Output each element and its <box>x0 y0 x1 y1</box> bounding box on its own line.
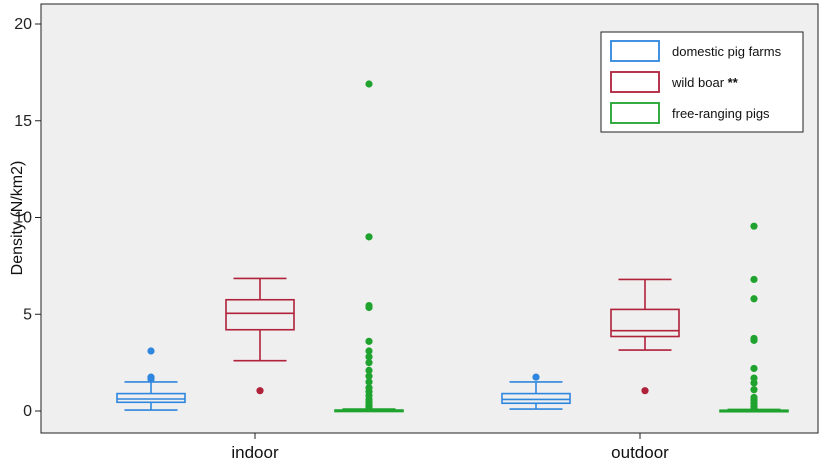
outlier-point <box>365 337 373 345</box>
y-tick-label: 5 <box>23 306 32 323</box>
y-axis-title: Density (N/km2) <box>9 161 26 276</box>
box-iqr <box>116 392 186 404</box>
outlier-point <box>750 275 758 284</box>
outlier-point <box>147 347 155 355</box>
y-tick-label: 15 <box>14 113 32 130</box>
x-tick-label: indoor <box>231 443 279 462</box>
outlier-point <box>750 374 758 382</box>
outlier-point <box>365 233 373 241</box>
box-group <box>610 278 680 395</box>
outlier-point <box>365 366 373 374</box>
outlier-point <box>750 364 758 373</box>
box-group <box>501 373 571 410</box>
outlier-point <box>641 387 649 395</box>
x-axis: indoor outdoor <box>231 433 669 462</box>
box-iqr <box>610 308 680 338</box>
legend-label-suffix: ** <box>724 75 739 90</box>
legend-swatch <box>610 40 660 62</box>
box-iqr <box>225 298 295 331</box>
outlier-point <box>750 334 758 343</box>
box-group <box>225 277 295 395</box>
box-group <box>719 222 789 413</box>
outlier-point <box>365 372 373 380</box>
box-group <box>334 80 404 413</box>
outlier-point <box>750 295 758 303</box>
outlier-point <box>750 222 758 230</box>
outlier-point <box>256 387 264 395</box>
outlier-point <box>365 378 373 386</box>
outlier-point <box>147 373 155 381</box>
outlier-point <box>750 393 758 402</box>
y-axis: 0 5 10 15 20 <box>14 16 41 420</box>
box-group <box>116 347 186 411</box>
outlier-point <box>365 347 373 355</box>
x-tick-label: outdoor <box>611 443 669 462</box>
outlier-point <box>750 386 758 394</box>
y-tick-label: 10 <box>14 210 32 227</box>
legend: domestic pig farms wild boar ** free-rangi… <box>600 31 804 133</box>
boxes-layer <box>116 80 789 413</box>
legend-swatch <box>610 71 660 93</box>
legend-swatch <box>610 102 660 124</box>
legend-label: free-ranging pigs <box>672 106 770 121</box>
legend-label: wild boar ** <box>671 75 739 90</box>
legend-label: domestic pig farms <box>672 44 782 59</box>
outlier-point <box>365 384 373 392</box>
outlier-point <box>365 353 373 361</box>
y-tick-label: 20 <box>14 16 32 33</box>
outlier-point <box>532 373 540 381</box>
outlier-point <box>365 301 373 310</box>
outlier-point <box>365 359 373 367</box>
y-tick-label: 0 <box>23 403 32 420</box>
outlier-point <box>365 80 373 88</box>
box-iqr <box>501 392 571 405</box>
